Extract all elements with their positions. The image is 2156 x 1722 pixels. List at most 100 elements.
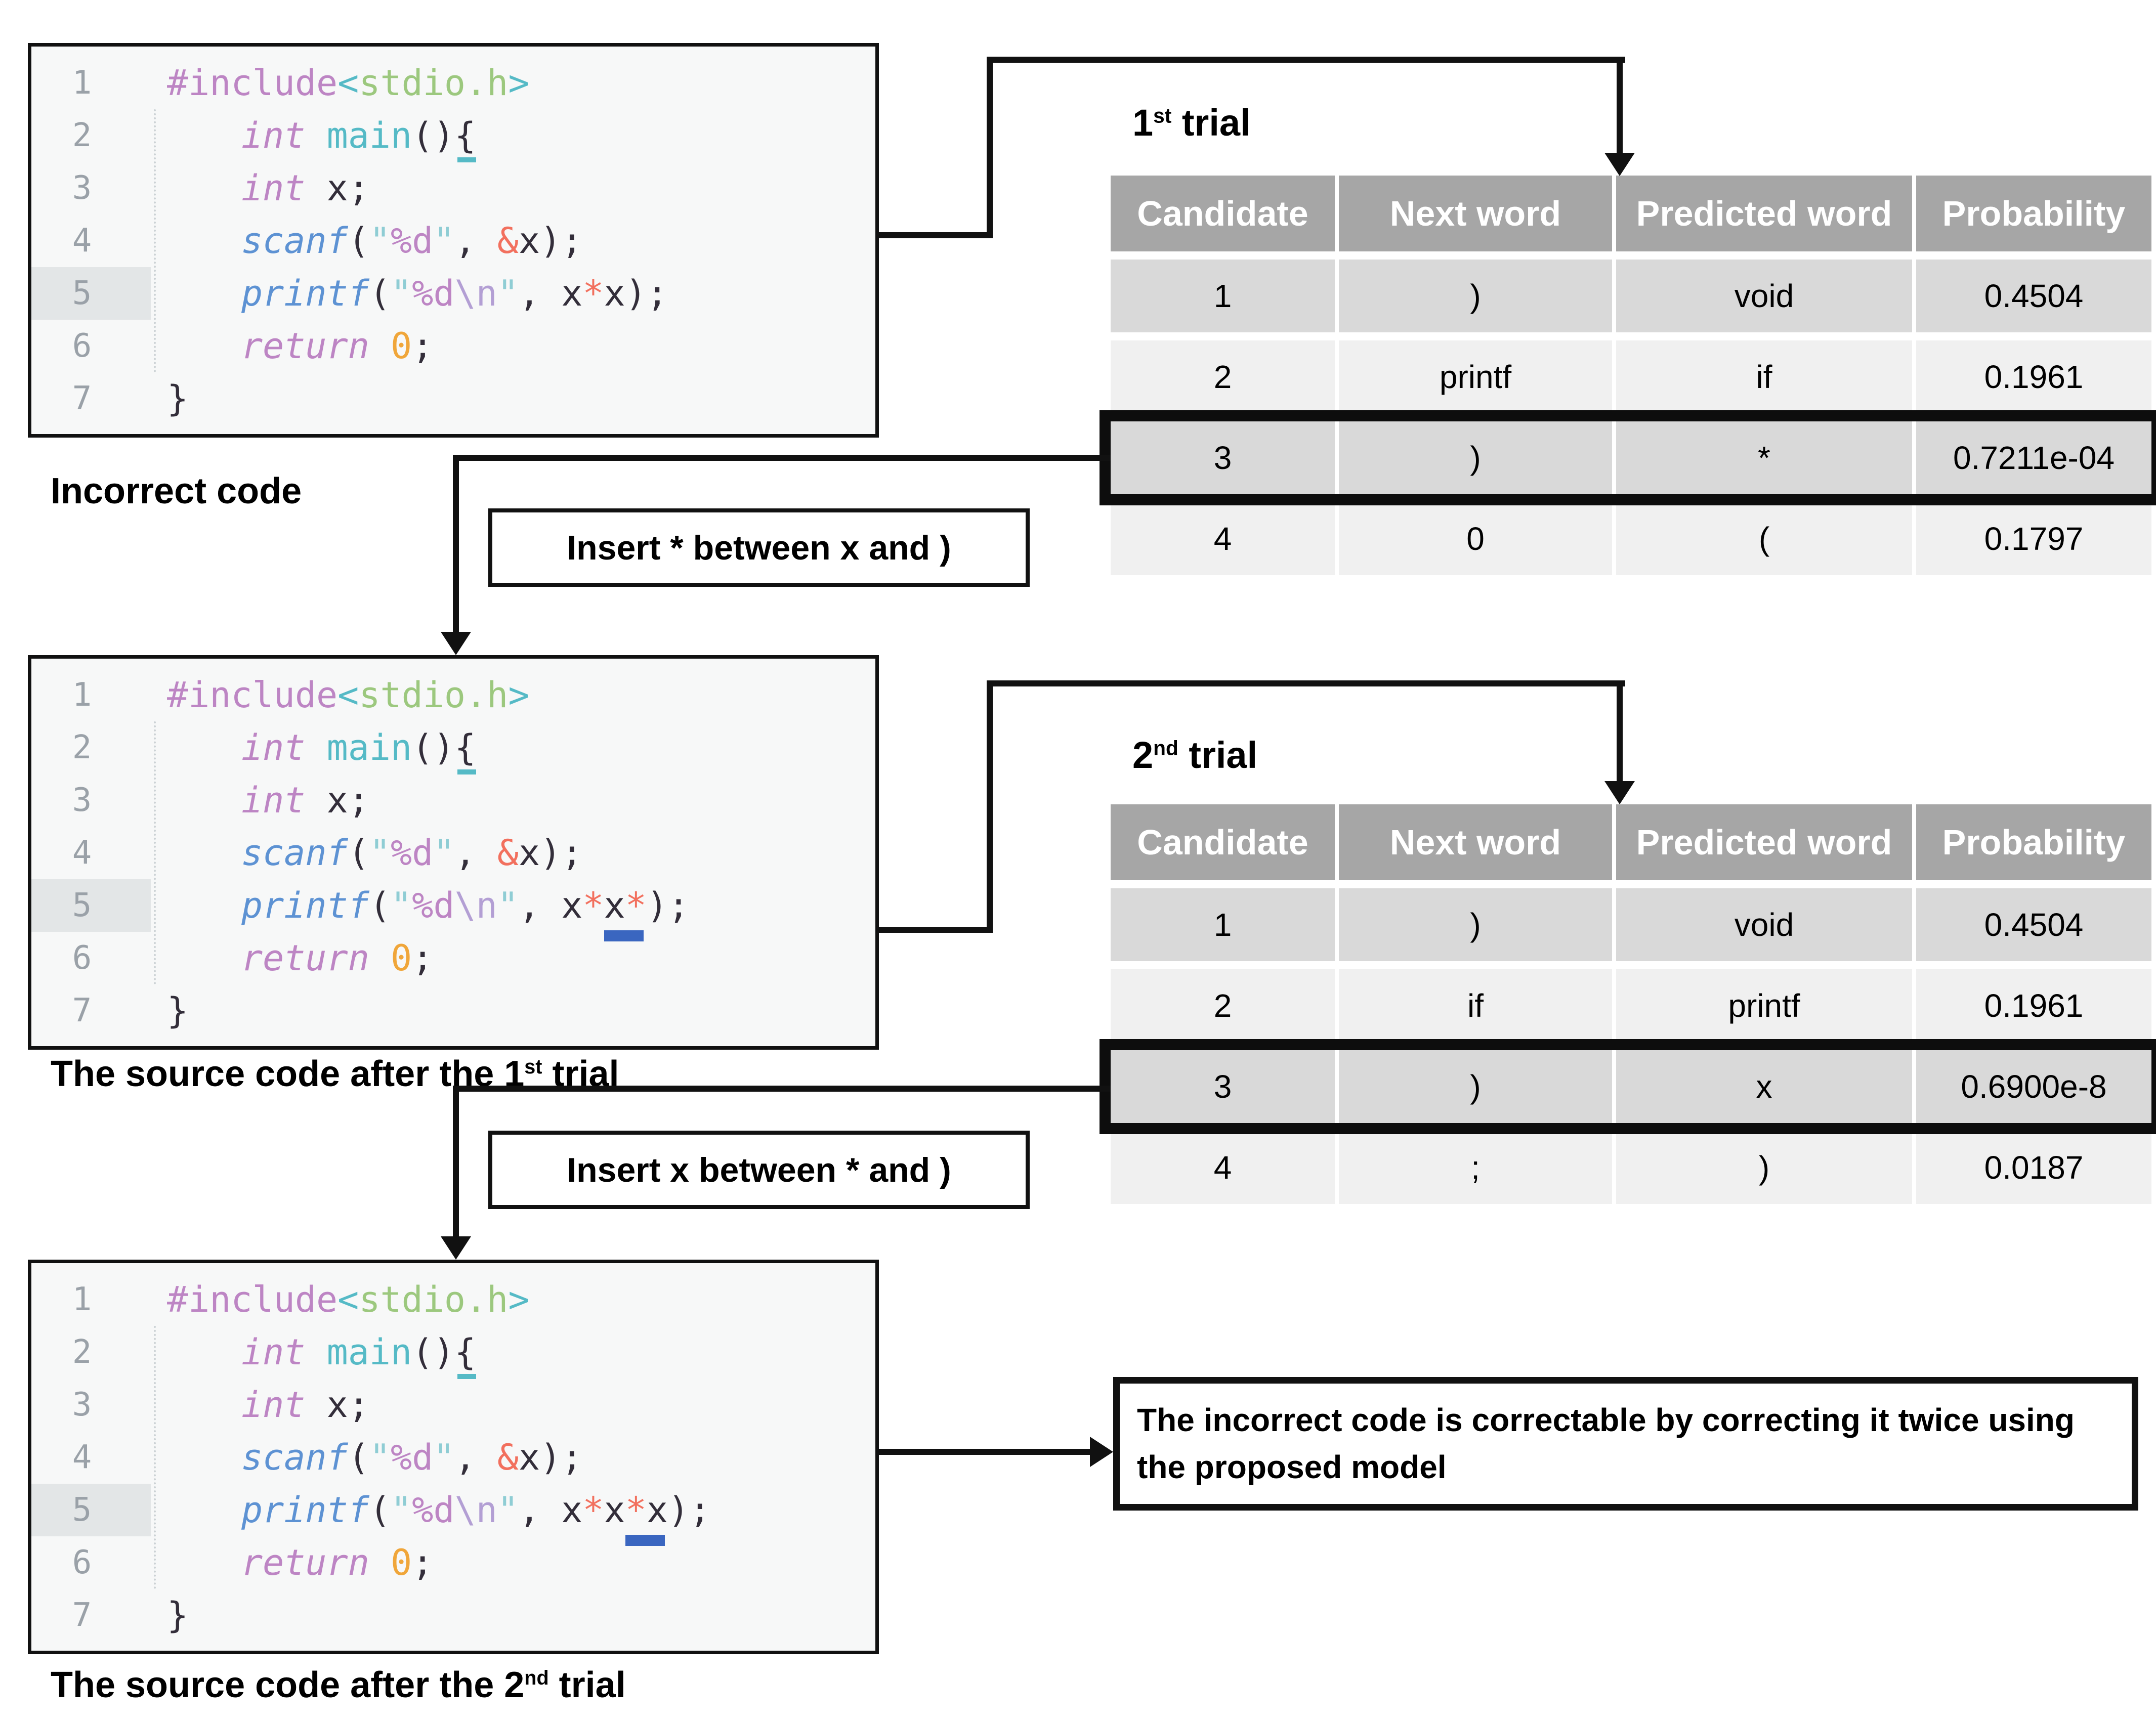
code-token: #include [167, 1279, 338, 1320]
table-cell: 0.6900e-8 [1916, 1050, 2151, 1123]
code-line-5: 5 printf("%d\n", x*x); [31, 267, 875, 320]
code-text: int main(){ [133, 727, 476, 774]
code-token: } [167, 1595, 189, 1636]
code-line-1: 1 #include<stdio.h> [31, 57, 875, 109]
code-token: " [369, 1437, 391, 1478]
code-line-6: 6 return 0; [31, 1536, 875, 1589]
line-number: 7 [72, 1597, 92, 1634]
code-token: ( [348, 220, 369, 262]
inserted-token-underline: *x [625, 1489, 668, 1546]
code-token: printf [241, 885, 369, 926]
line-number: 3 [72, 1386, 92, 1424]
indent-guide-line [154, 109, 156, 372]
table-row-selected: 3 ) x 0.6900e-8 [1111, 1050, 2151, 1123]
connector-line [453, 1086, 459, 1236]
code-token: { [454, 1331, 476, 1379]
caption-superscript: nd [524, 1667, 549, 1689]
candidates-table-trial-2: Candidate Next word Predicted word Proba… [1100, 804, 2156, 1212]
line-number: 2 [72, 117, 92, 154]
code-line-6: 6 return 0; [31, 932, 875, 984]
code-token: () [412, 115, 455, 156]
code-token: ; [412, 325, 434, 367]
column-header-next-word: Next word [1339, 176, 1612, 251]
connector-line [879, 927, 993, 933]
title-trial-2: 2nd trial [1132, 734, 1257, 777]
line-number: 4 [72, 834, 92, 872]
indent-guide-line [154, 1326, 156, 1589]
connector-line [1617, 57, 1623, 154]
code-token: 0 [391, 1542, 412, 1583]
code-token: int [241, 727, 327, 768]
line-number: 1 [72, 1281, 92, 1318]
code-line-4: 4 scanf("%d", &x); [31, 1431, 875, 1484]
conclusion-box: The incorrect code is correctable by cor… [1113, 1377, 2138, 1511]
code-text: printf("%d\n", x*x*); [133, 885, 689, 941]
table-cell: 1 [1111, 888, 1335, 961]
line-number: 5 [72, 887, 92, 924]
code-token: main [326, 115, 412, 156]
table-row: 1 ) void 0.4504 [1111, 260, 2151, 332]
code-line-2: 2 int main(){ [31, 721, 875, 774]
code-token: x; [326, 167, 369, 209]
column-header-probability: Probability [1916, 176, 2151, 251]
code-token: main [326, 1331, 412, 1373]
code-token: printf [241, 1489, 369, 1531]
code-token: int [241, 1384, 327, 1426]
code-token: " [497, 885, 519, 926]
indent-guide-line [154, 721, 156, 984]
code-token: * [582, 1489, 604, 1531]
code-token: \n [454, 885, 497, 926]
code-token: return [241, 937, 391, 979]
table-cell: 0.1797 [1916, 502, 2151, 575]
caption-text: Incorrect code [51, 471, 302, 511]
connector-line [879, 1449, 1091, 1455]
code-token: < [337, 62, 359, 104]
code-token: x [561, 885, 583, 926]
code-token: & [497, 1437, 519, 1478]
table-cell: 0.4504 [1916, 888, 2151, 961]
code-token: x; [326, 1384, 369, 1426]
line-number: 4 [72, 222, 92, 260]
connector-line [453, 1086, 1111, 1092]
connector-line [987, 57, 993, 238]
code-token: { [454, 727, 476, 774]
code-text: scanf("%d", &x); [133, 1437, 582, 1478]
code-token: * [582, 273, 604, 314]
code-text: } [133, 1595, 188, 1636]
code-text: } [133, 990, 188, 1031]
code-token: , [518, 273, 562, 314]
code-text: scanf("%d", &x); [133, 832, 582, 874]
column-header-predicted-word: Predicted word [1616, 176, 1912, 251]
code-token: ); [668, 1489, 711, 1531]
code-token: > [508, 1279, 530, 1320]
table-cell: 0.1961 [1916, 340, 2151, 413]
line-number: 6 [72, 1544, 92, 1581]
code-editor-block-incorrect: 1 #include<stdio.h> 2 int main(){ 3 int … [28, 43, 879, 438]
code-line-3: 3 int x; [31, 162, 875, 214]
code-line-1: 1 #include<stdio.h> [31, 1273, 875, 1326]
code-line-6: 6 return 0; [31, 320, 875, 372]
table-cell: ) [1616, 1131, 1912, 1204]
arrowhead-into-block-2 [441, 632, 471, 655]
code-token: return [241, 1542, 391, 1583]
table-cell: if [1616, 340, 1912, 413]
code-text: int x; [133, 167, 369, 209]
code-token: x [561, 1489, 583, 1531]
code-token: , [454, 832, 497, 874]
active-line-gutter-highlight [31, 267, 151, 320]
table-row: 2 printf if 0.1961 [1111, 340, 2151, 413]
code-token: stdio.h [359, 1279, 509, 1320]
line-number: 3 [72, 782, 92, 819]
active-line-gutter-highlight [31, 1484, 151, 1536]
code-token: scanf [241, 220, 348, 262]
table-cell: 4 [1111, 502, 1335, 575]
table-cell: 0.0187 [1916, 1131, 2151, 1204]
code-token: > [508, 62, 530, 104]
code-token: * [625, 1489, 647, 1531]
table-cell: 2 [1111, 969, 1335, 1042]
code-token: int [241, 167, 327, 209]
code-token: x); [518, 220, 583, 262]
code-token: " [433, 832, 455, 874]
table-row: 4 ; ) 0.0187 [1111, 1131, 2151, 1204]
